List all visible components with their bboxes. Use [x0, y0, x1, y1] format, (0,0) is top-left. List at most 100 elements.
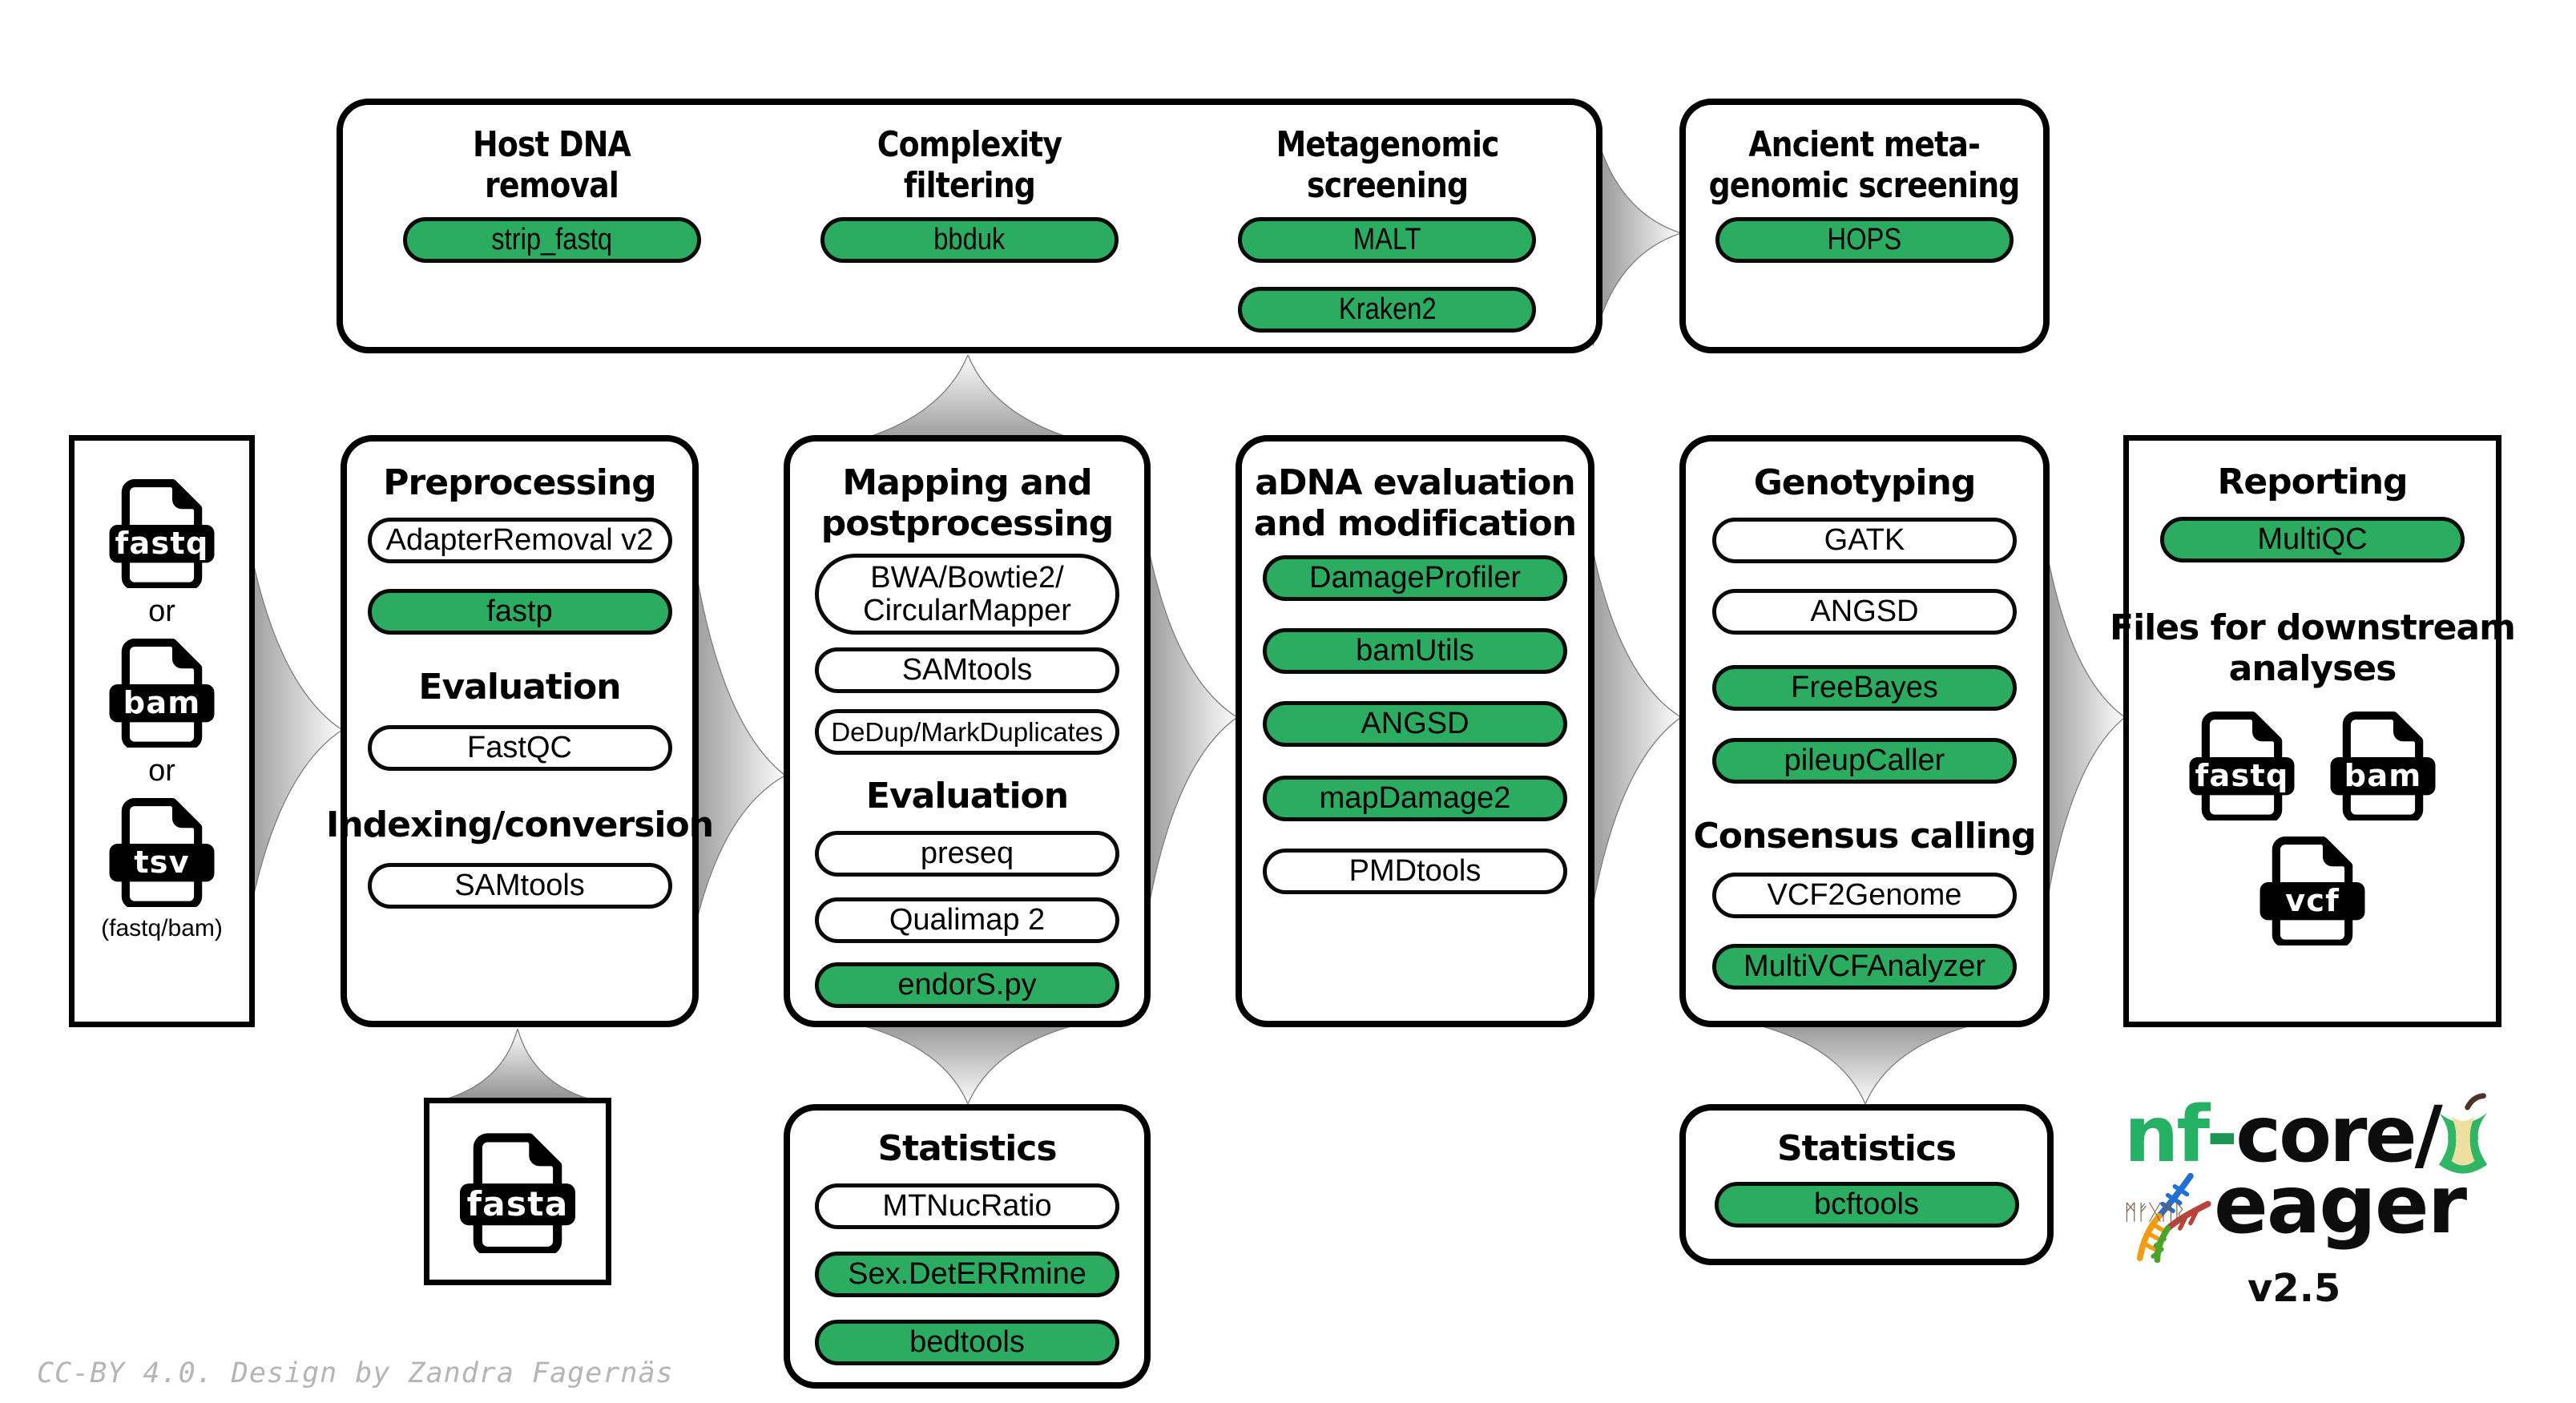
nf-core-eager-logo: nf-core/ ᛗᚠᚷᛗᚱ ᛚ eager v2.5: [2119, 1093, 2512, 1353]
tool-pill-multiqc: MultiQC: [2160, 517, 2465, 563]
statistics-box-2: Statistics bcftools: [1679, 1104, 2054, 1265]
core-text: core/: [2235, 1090, 2442, 1179]
or-label: or: [148, 595, 175, 628]
fastq-file-icon: fastq: [109, 478, 215, 588]
statistics-box: Statistics MTNucRatio Sex.DetERRmine bed…: [784, 1104, 1151, 1389]
fasta-file-icon: fasta: [459, 1133, 576, 1253]
tool-pill-angsd: ANGSD: [1712, 589, 2017, 635]
box-title: Reporting: [2217, 462, 2408, 502]
bam-file-icon: bam: [109, 638, 215, 748]
box-title: aDNA evaluation and modification: [1253, 462, 1577, 545]
section-title: Metagenomic screening: [1276, 124, 1499, 207]
tool-pill-gatk: GATK: [1712, 518, 2017, 564]
consensus-calling-header: Consensus calling: [1693, 816, 2036, 857]
tool-pill-samtools: SAMtools: [815, 647, 1119, 694]
arrow-preprocessing-to-mapping: [683, 469, 785, 998]
box-title: Statistics: [1776, 1128, 1957, 1169]
arrow-mapping-to-screening: [817, 355, 1119, 450]
svg-text:bam: bam: [2344, 758, 2422, 794]
arrow-mapping-to-statistics: [825, 1018, 1111, 1104]
section-title: Host DNA removal: [473, 124, 631, 207]
tool-pill-strip-fastq: strip_fastq: [402, 217, 701, 264]
fasta-reference-box: fasta: [424, 1098, 611, 1285]
license-credit-text: CC-BY 4.0. Design by Zandra Fagernäs: [37, 1357, 674, 1389]
tool-pill-fastp: fastp: [367, 589, 672, 635]
tool-pill-sex-deterrmine: Sex.DetERRmine: [815, 1252, 1119, 1298]
svg-text:tsv: tsv: [134, 845, 190, 881]
tool-pill-pileupcaller: pileupCaller: [1712, 738, 2017, 784]
tool-pill-malt: MALT: [1238, 217, 1537, 264]
box-title: Genotyping: [1753, 462, 1977, 503]
dna-helix-logo-part: ᛗᚠᚷᛗᚱ ᛚ: [2124, 1172, 2244, 1269]
arrow-genotyping-to-statistics: [1723, 1018, 2008, 1104]
apple-core-icon: [2438, 1093, 2488, 1174]
input-format-note: (fastq/bam): [101, 915, 223, 941]
metagenomic-screening-section: Metagenomic screening MALT Kraken2: [1179, 105, 1596, 347]
host-dna-removal-section: Host DNA removal strip_fastq: [343, 105, 760, 347]
rune-l-text: ᛚ: [2222, 1187, 2240, 1223]
runes-text: ᛗᚠᚷᛗᚱ: [2124, 1200, 2186, 1225]
tool-pill-bwa-bowtie2-circularmapper: BWA/Bowtie2/ CircularMapper: [815, 554, 1119, 635]
svg-text:fastq: fastq: [115, 526, 209, 562]
downstream-files-header: Files for downstream analyses: [2110, 607, 2516, 690]
complexity-filtering-section: Complexity filtering bbduk: [760, 105, 1178, 347]
ancient-screening-box: Ancient meta- genomic screening HOPS: [1679, 99, 2050, 353]
box-title: Statistics: [877, 1128, 1057, 1169]
tool-pill-bcftools: bcftools: [1714, 1182, 2019, 1228]
downstream-files-row: fastq bam: [2183, 708, 2441, 821]
nf-text: nf: [2124, 1090, 2208, 1179]
tool-pill-qualimap2: Qualimap 2: [815, 897, 1119, 944]
tool-pill-endors-py: endorS.py: [815, 962, 1119, 1009]
reporting-box: Reporting MultiQC Files for downstream a…: [2110, 435, 2516, 1027]
adna-box: aDNA evaluation and modification DamageP…: [1236, 435, 1594, 1027]
tool-pill-bbduk: bbduk: [820, 217, 1119, 264]
box-title: Ancient meta- genomic screening: [1709, 124, 2021, 207]
arrow-screening-to-ancient: [1593, 120, 1681, 346]
tool-pill-dedup-markduplicates: DeDup/MarkDuplicates: [815, 709, 1119, 756]
tool-pill-angsd: ANGSD: [1263, 701, 1567, 748]
tsv-file-icon: tsv: [109, 797, 215, 907]
tool-pill-bedtools: bedtools: [815, 1320, 1119, 1366]
arrow-adna-to-genotyping: [1580, 469, 1681, 998]
box-title: Mapping and postprocessing: [820, 462, 1115, 545]
arrow-fasta-to-preprocessing: [439, 1029, 596, 1101]
arrow-mapping-to-adna: [1136, 469, 1237, 998]
version-label: v2.5: [2247, 1266, 2341, 1311]
tool-pill-samtools: SAMtools: [367, 863, 672, 909]
input-files-box: fastq or bam or tsv (fastq/bam): [69, 435, 255, 1027]
evaluation-header: Evaluation: [418, 667, 621, 708]
tool-pill-mtnucratio: MTNucRatio: [815, 1183, 1119, 1230]
tool-pill-hops: HOPS: [1715, 217, 2014, 264]
tool-pill-bamutils: bamUtils: [1263, 628, 1567, 675]
tool-pill-kraken2: Kraken2: [1238, 287, 1537, 333]
tool-pill-multivcfanalyzer: MultiVCFAnalyzer: [1712, 944, 2017, 990]
tool-pill-damageprofiler: DamageProfiler: [1263, 555, 1567, 602]
tool-pill-adapterremoval: AdapterRemoval v2: [367, 518, 672, 564]
screening-box: Host DNA removal strip_fastq Complexity …: [337, 99, 1602, 353]
genotyping-box: Genotyping GATK ANGSD FreeBayes pileupCa…: [1679, 435, 2050, 1027]
svg-text:bam: bam: [123, 685, 201, 721]
preprocessing-box: Preprocessing AdapterRemoval v2 fastp Ev…: [326, 435, 714, 1027]
tool-pill-freebayes: FreeBayes: [1712, 665, 2017, 712]
nf-core-wordmark: nf-core/: [2124, 1096, 2443, 1173]
tool-pill-mapdamage2: mapDamage2: [1263, 776, 1567, 822]
tool-pill-vcf2genome: VCF2Genome: [1712, 873, 2017, 919]
svg-text:fasta: fasta: [467, 1184, 569, 1224]
dash-text: -: [2206, 1090, 2238, 1179]
dna-helix-icon: [2136, 1172, 2211, 1264]
indexing-header: Indexing/conversion: [325, 804, 714, 846]
bam-file-icon: bam: [2330, 712, 2436, 821]
vcf-file-icon: vcf: [2260, 837, 2365, 946]
mapping-box: Mapping and postprocessing BWA/Bowtie2/ …: [784, 435, 1151, 1027]
eager-wordmark: eager: [2214, 1158, 2467, 1252]
tool-pill-fastqc: FastQC: [367, 725, 672, 772]
tool-pill-pmdtools: PMDtools: [1263, 849, 1567, 895]
svg-text:fastq: fastq: [2195, 758, 2289, 794]
box-title: Preprocessing: [383, 462, 656, 503]
or-label: or: [148, 754, 175, 788]
section-title: Complexity filtering: [877, 124, 1062, 207]
svg-text:vcf: vcf: [2285, 883, 2340, 919]
tool-pill-preseq: preseq: [815, 831, 1119, 877]
fastq-file-icon: fastq: [2189, 712, 2295, 821]
